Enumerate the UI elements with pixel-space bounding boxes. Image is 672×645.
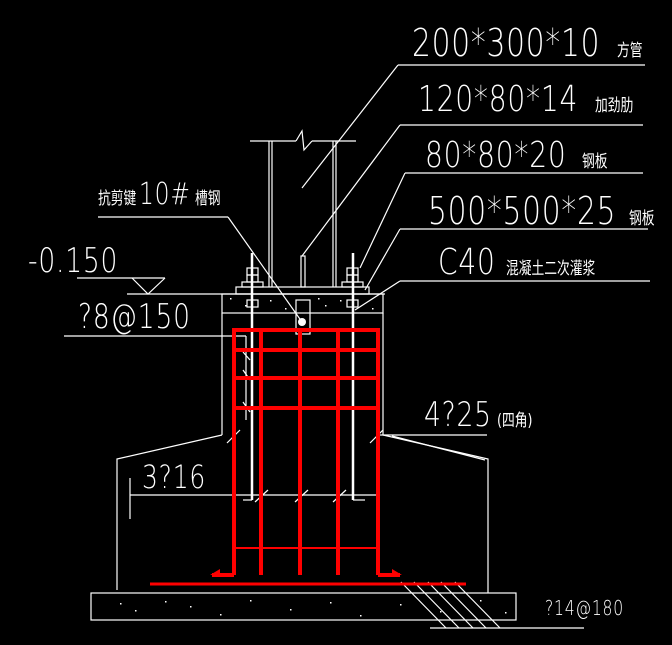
shear-key-dims: 10# bbox=[139, 177, 191, 212]
shear-key-desc2: 槽钢 bbox=[195, 189, 221, 209]
bottom-bars-label: ?14@180 bbox=[545, 596, 624, 620]
shear-key-label: 抗剪键10#槽钢 bbox=[98, 180, 229, 210]
side-bars-label: 3?16 bbox=[142, 458, 207, 496]
stiffener-label: 120*80*14 加劲肋 bbox=[418, 82, 646, 118]
corner-bars-label: 4?25(四角) bbox=[424, 398, 544, 432]
shear-key-desc: 抗剪键 bbox=[98, 189, 137, 209]
grout-label: C40 混凝土二次灌浆 bbox=[438, 245, 625, 281]
grout-dims: C40 bbox=[438, 242, 496, 283]
washer-plate-label: 80*80*20 钢板 bbox=[425, 138, 616, 174]
column-tube-desc: 方管 bbox=[617, 41, 643, 61]
base-plate-desc: 钢板 bbox=[629, 209, 655, 229]
washer-plate-desc: 钢板 bbox=[582, 152, 608, 172]
washer-plate-dims: 80*80*20 bbox=[425, 135, 567, 176]
base-plate-dims: 500*500*25 bbox=[428, 189, 617, 233]
base-plate-label: 500*500*25 钢板 bbox=[428, 192, 663, 230]
corner-bars-dims: 4?25 bbox=[424, 395, 492, 435]
stirrup-label: ?8@150 bbox=[78, 297, 191, 337]
elevation-label: -0.150 bbox=[28, 241, 119, 281]
column-tube-dims: 200*300*10 bbox=[412, 21, 601, 65]
stiffener-dims: 120*80*14 bbox=[418, 79, 579, 120]
grout-desc: 混凝土二次灌浆 bbox=[505, 259, 596, 279]
corner-bars-desc: (四角) bbox=[496, 411, 533, 431]
stiffener-desc: 加劲肋 bbox=[595, 96, 634, 116]
column-tube-label: 200*300*10 方管 bbox=[412, 24, 651, 62]
